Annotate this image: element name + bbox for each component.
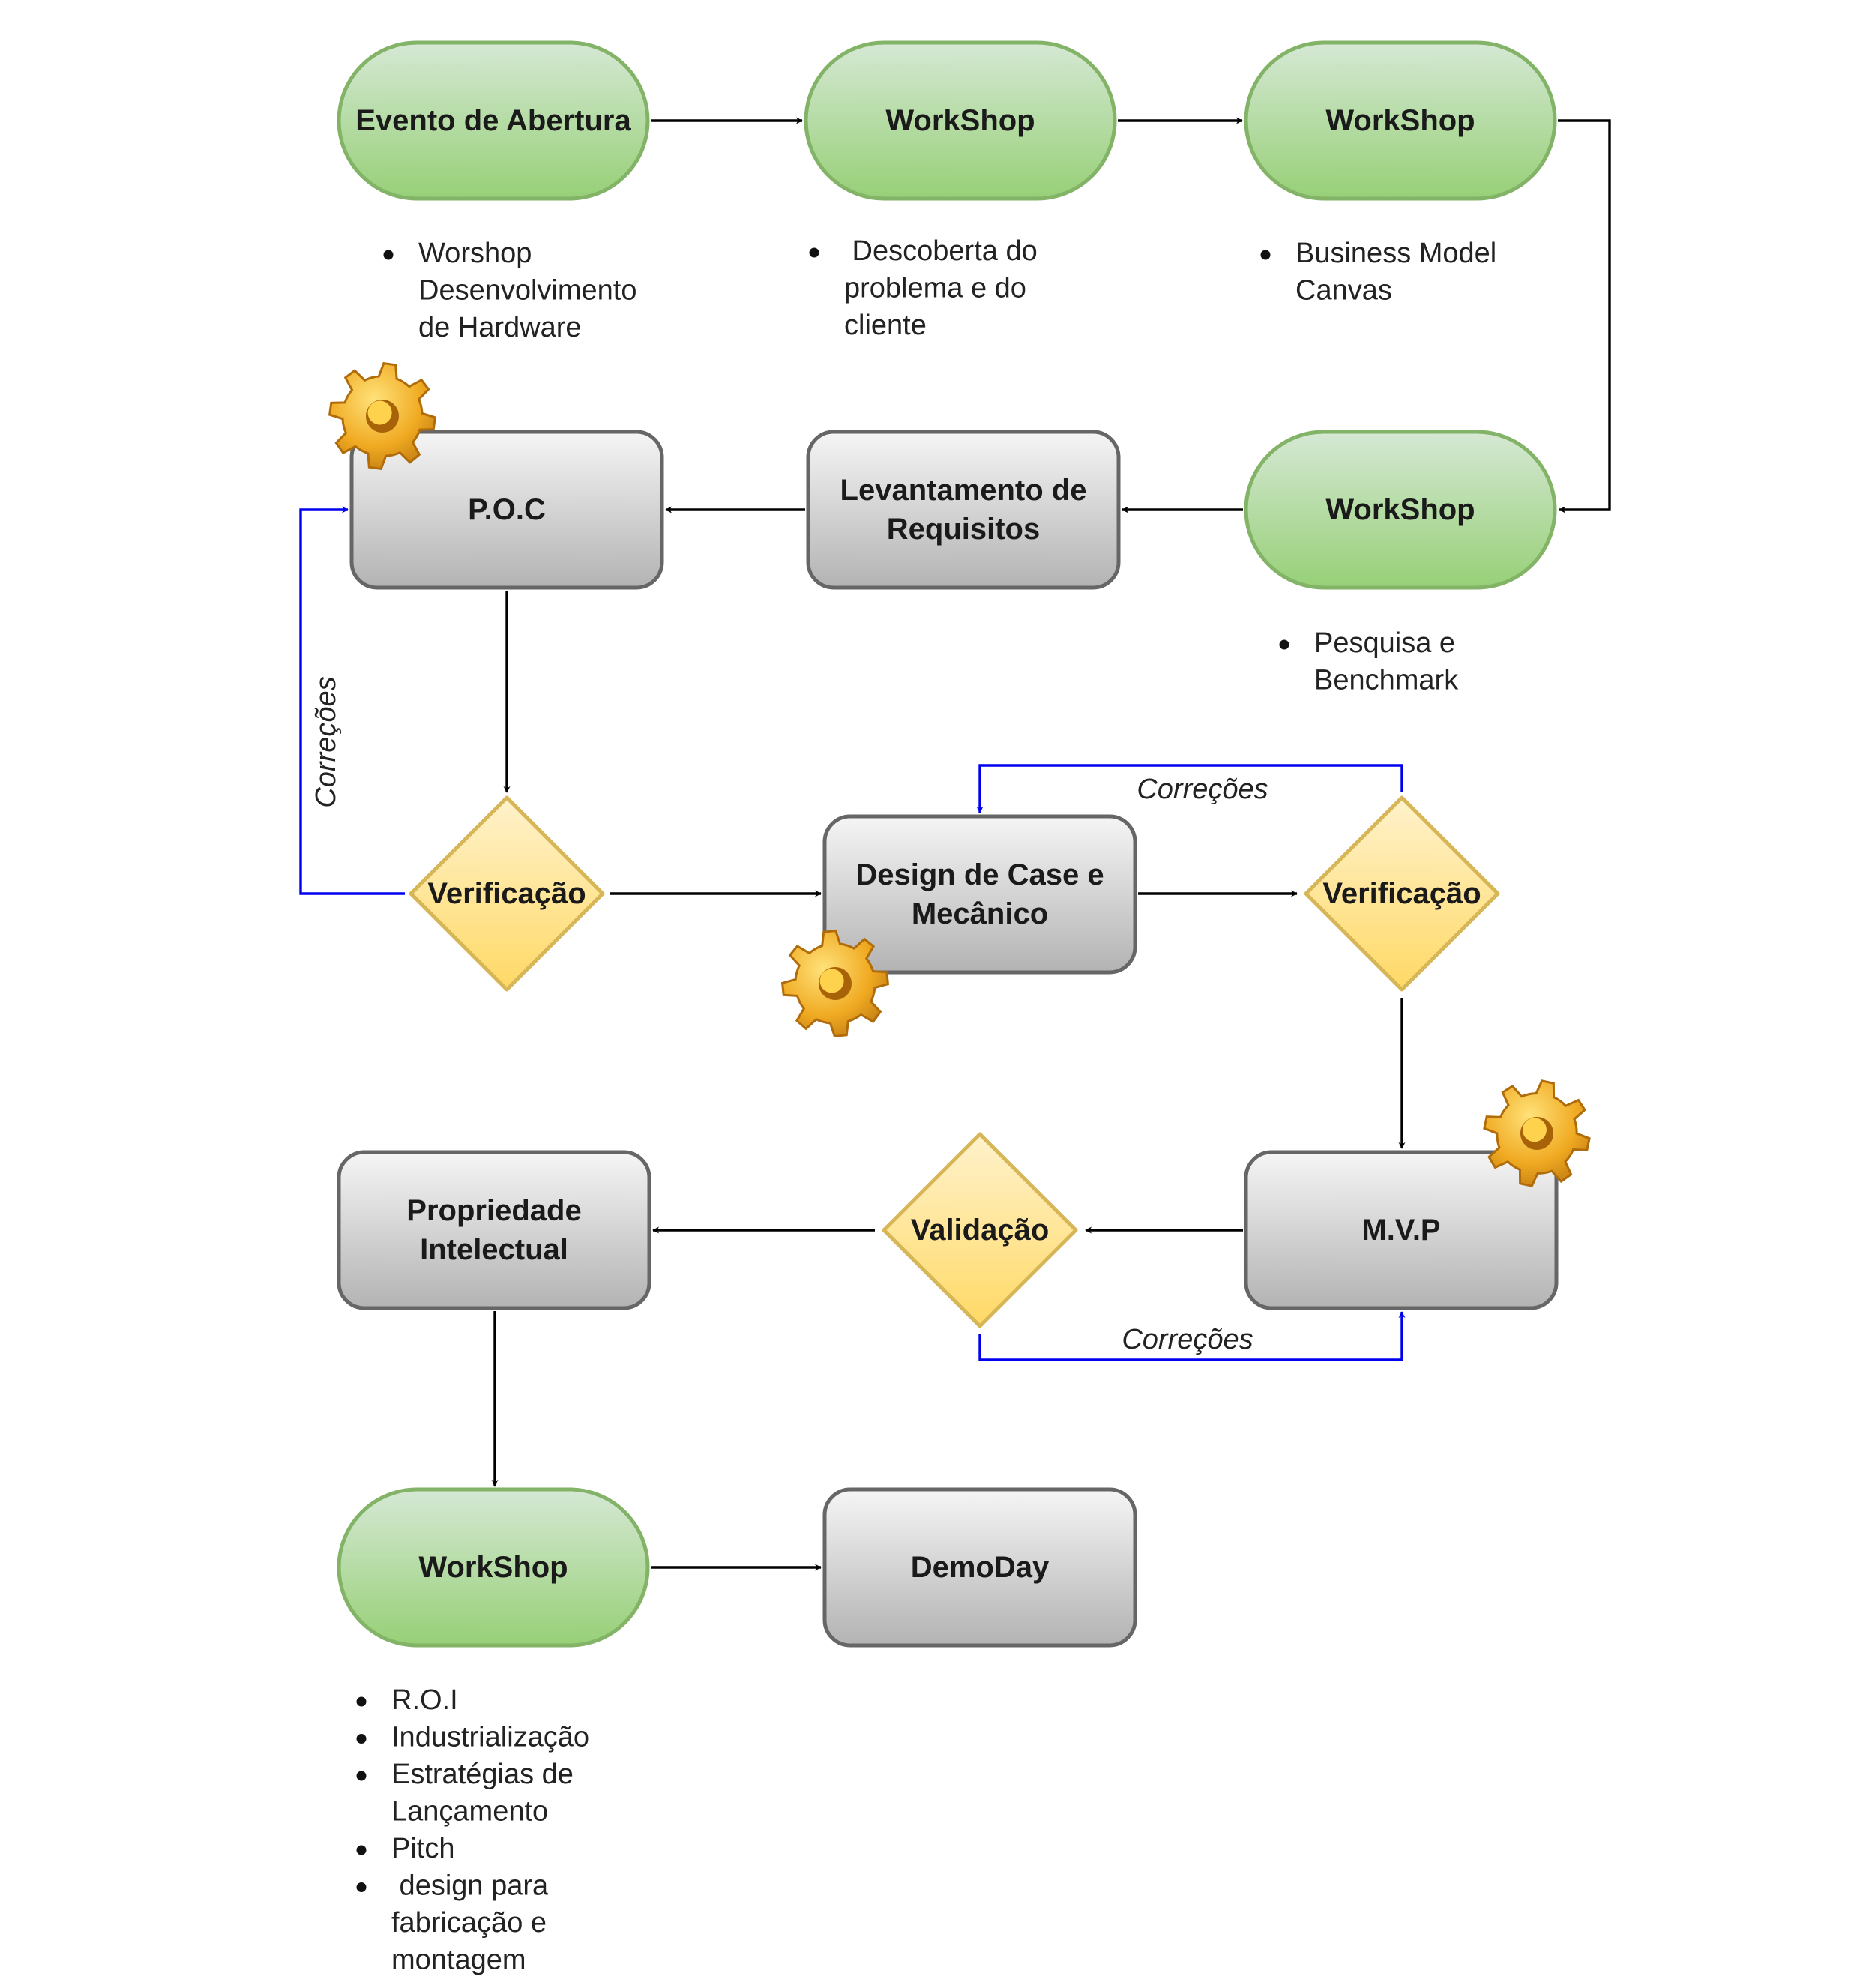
process-shape [349, 430, 664, 590]
note-line: Pesquisa e [1314, 627, 1455, 659]
node-abertura: Evento de Abertura [337, 40, 650, 201]
note-line: fabricação e [391, 1907, 547, 1939]
note-line: Lançamento [391, 1796, 548, 1828]
node-label: WorkShop [418, 1551, 568, 1584]
edge-validacao-mvp [978, 1311, 1406, 1361]
node-verificacao2: Verificação [1304, 795, 1500, 992]
edge-verificacao1-poc [299, 506, 405, 895]
node-workshop1: WorkShop [804, 40, 1117, 201]
node-label: WorkShop [1325, 104, 1475, 137]
note-line: Pitch [391, 1833, 454, 1864]
terminal-shape [804, 40, 1117, 201]
node-poc: P.O.C [349, 430, 664, 590]
bullet-dot [356, 1734, 367, 1744]
node-label: Validação [911, 1214, 1050, 1247]
note-workshop3: Pesquisa e Benchmark [1279, 627, 1459, 696]
terminal-shape [1244, 40, 1557, 201]
node-verificacao1: Verificação [409, 795, 605, 992]
node-label: Verificação [427, 877, 586, 910]
node-label: Evento de Abertura [355, 104, 631, 137]
note-line: montagem [391, 1945, 526, 1976]
note-line: R.O.I [391, 1684, 458, 1716]
node-workshop3: WorkShop [1244, 430, 1557, 590]
edge-workshop2-workshop3 [1558, 119, 1611, 513]
bullet-dot [356, 1882, 367, 1892]
node-design: Design de Case e Mecânico [822, 814, 1137, 975]
note-workshop1: Descoberta do problema e do cliente [809, 235, 1038, 341]
bullet-dot [356, 1771, 367, 1781]
decision-shape [409, 795, 605, 992]
node-label: DemoDay [911, 1551, 1050, 1584]
process-shape [822, 1487, 1137, 1648]
bullet-dot [1260, 250, 1271, 260]
process-shape [337, 1150, 651, 1310]
note-line: Business Model [1295, 238, 1496, 269]
node-mvp: M.V.P [1244, 1150, 1559, 1310]
edges [299, 117, 1611, 1571]
node-validacao: Validação [882, 1132, 1078, 1328]
edge-verificacao2-design [976, 764, 1403, 813]
note-line: Benchmark [1314, 665, 1459, 696]
note-line: Desenvolvimento [418, 275, 636, 307]
decision-shape [1304, 795, 1500, 992]
bullet-dot [356, 1696, 367, 1707]
node-label: WorkShop [885, 104, 1035, 137]
edge-label-mvp-correcoes: Correções [1122, 1324, 1253, 1355]
note-line: de Hardware [418, 312, 582, 343]
node-label: M.V.P [1361, 1214, 1440, 1247]
node-demoday: DemoDay [822, 1487, 1137, 1648]
terminal-shape [1244, 430, 1557, 590]
edge-label-design-correcoes: Correções [1137, 774, 1268, 805]
note-line: Estratégias de [391, 1759, 574, 1790]
node-label: Levantamento de [840, 474, 1087, 507]
bullet-dot [809, 247, 819, 258]
node-levantamento: Levantamento de Requisitos [806, 430, 1121, 590]
decision-shape [882, 1132, 1078, 1328]
node-label: WorkShop [1325, 493, 1475, 526]
node-workshop2: WorkShop [1244, 40, 1557, 201]
terminal-shape [337, 1487, 650, 1648]
bullet-dot [1279, 639, 1289, 650]
process-shape [822, 814, 1137, 975]
note-line: Descoberta do [844, 235, 1038, 267]
terminal-shape [337, 40, 650, 201]
node-label: Requisitos [887, 513, 1040, 546]
bullet-dot [383, 250, 394, 260]
edge-label-poc-correcoes: Correções [310, 676, 342, 807]
node-label: Design de Case e [855, 858, 1104, 891]
note-line: design para [391, 1870, 549, 1902]
node-label: P.O.C [468, 493, 546, 526]
note-line: Industrialização [391, 1722, 589, 1753]
node-label: Intelectual [420, 1233, 568, 1266]
node-label: Verificação [1322, 877, 1481, 910]
process-shape [1244, 1150, 1559, 1310]
node-label: Propriedade [406, 1194, 581, 1227]
bullet-dot [356, 1845, 367, 1855]
note-line: problema e do [844, 273, 1026, 304]
note-line: Canvas [1295, 275, 1392, 307]
note-line: Worshop [418, 238, 532, 269]
note-line: cliente [844, 310, 927, 341]
process-shape [806, 430, 1121, 590]
node-label: Mecânico [912, 897, 1048, 930]
node-workshop4: WorkShop [337, 1487, 650, 1648]
